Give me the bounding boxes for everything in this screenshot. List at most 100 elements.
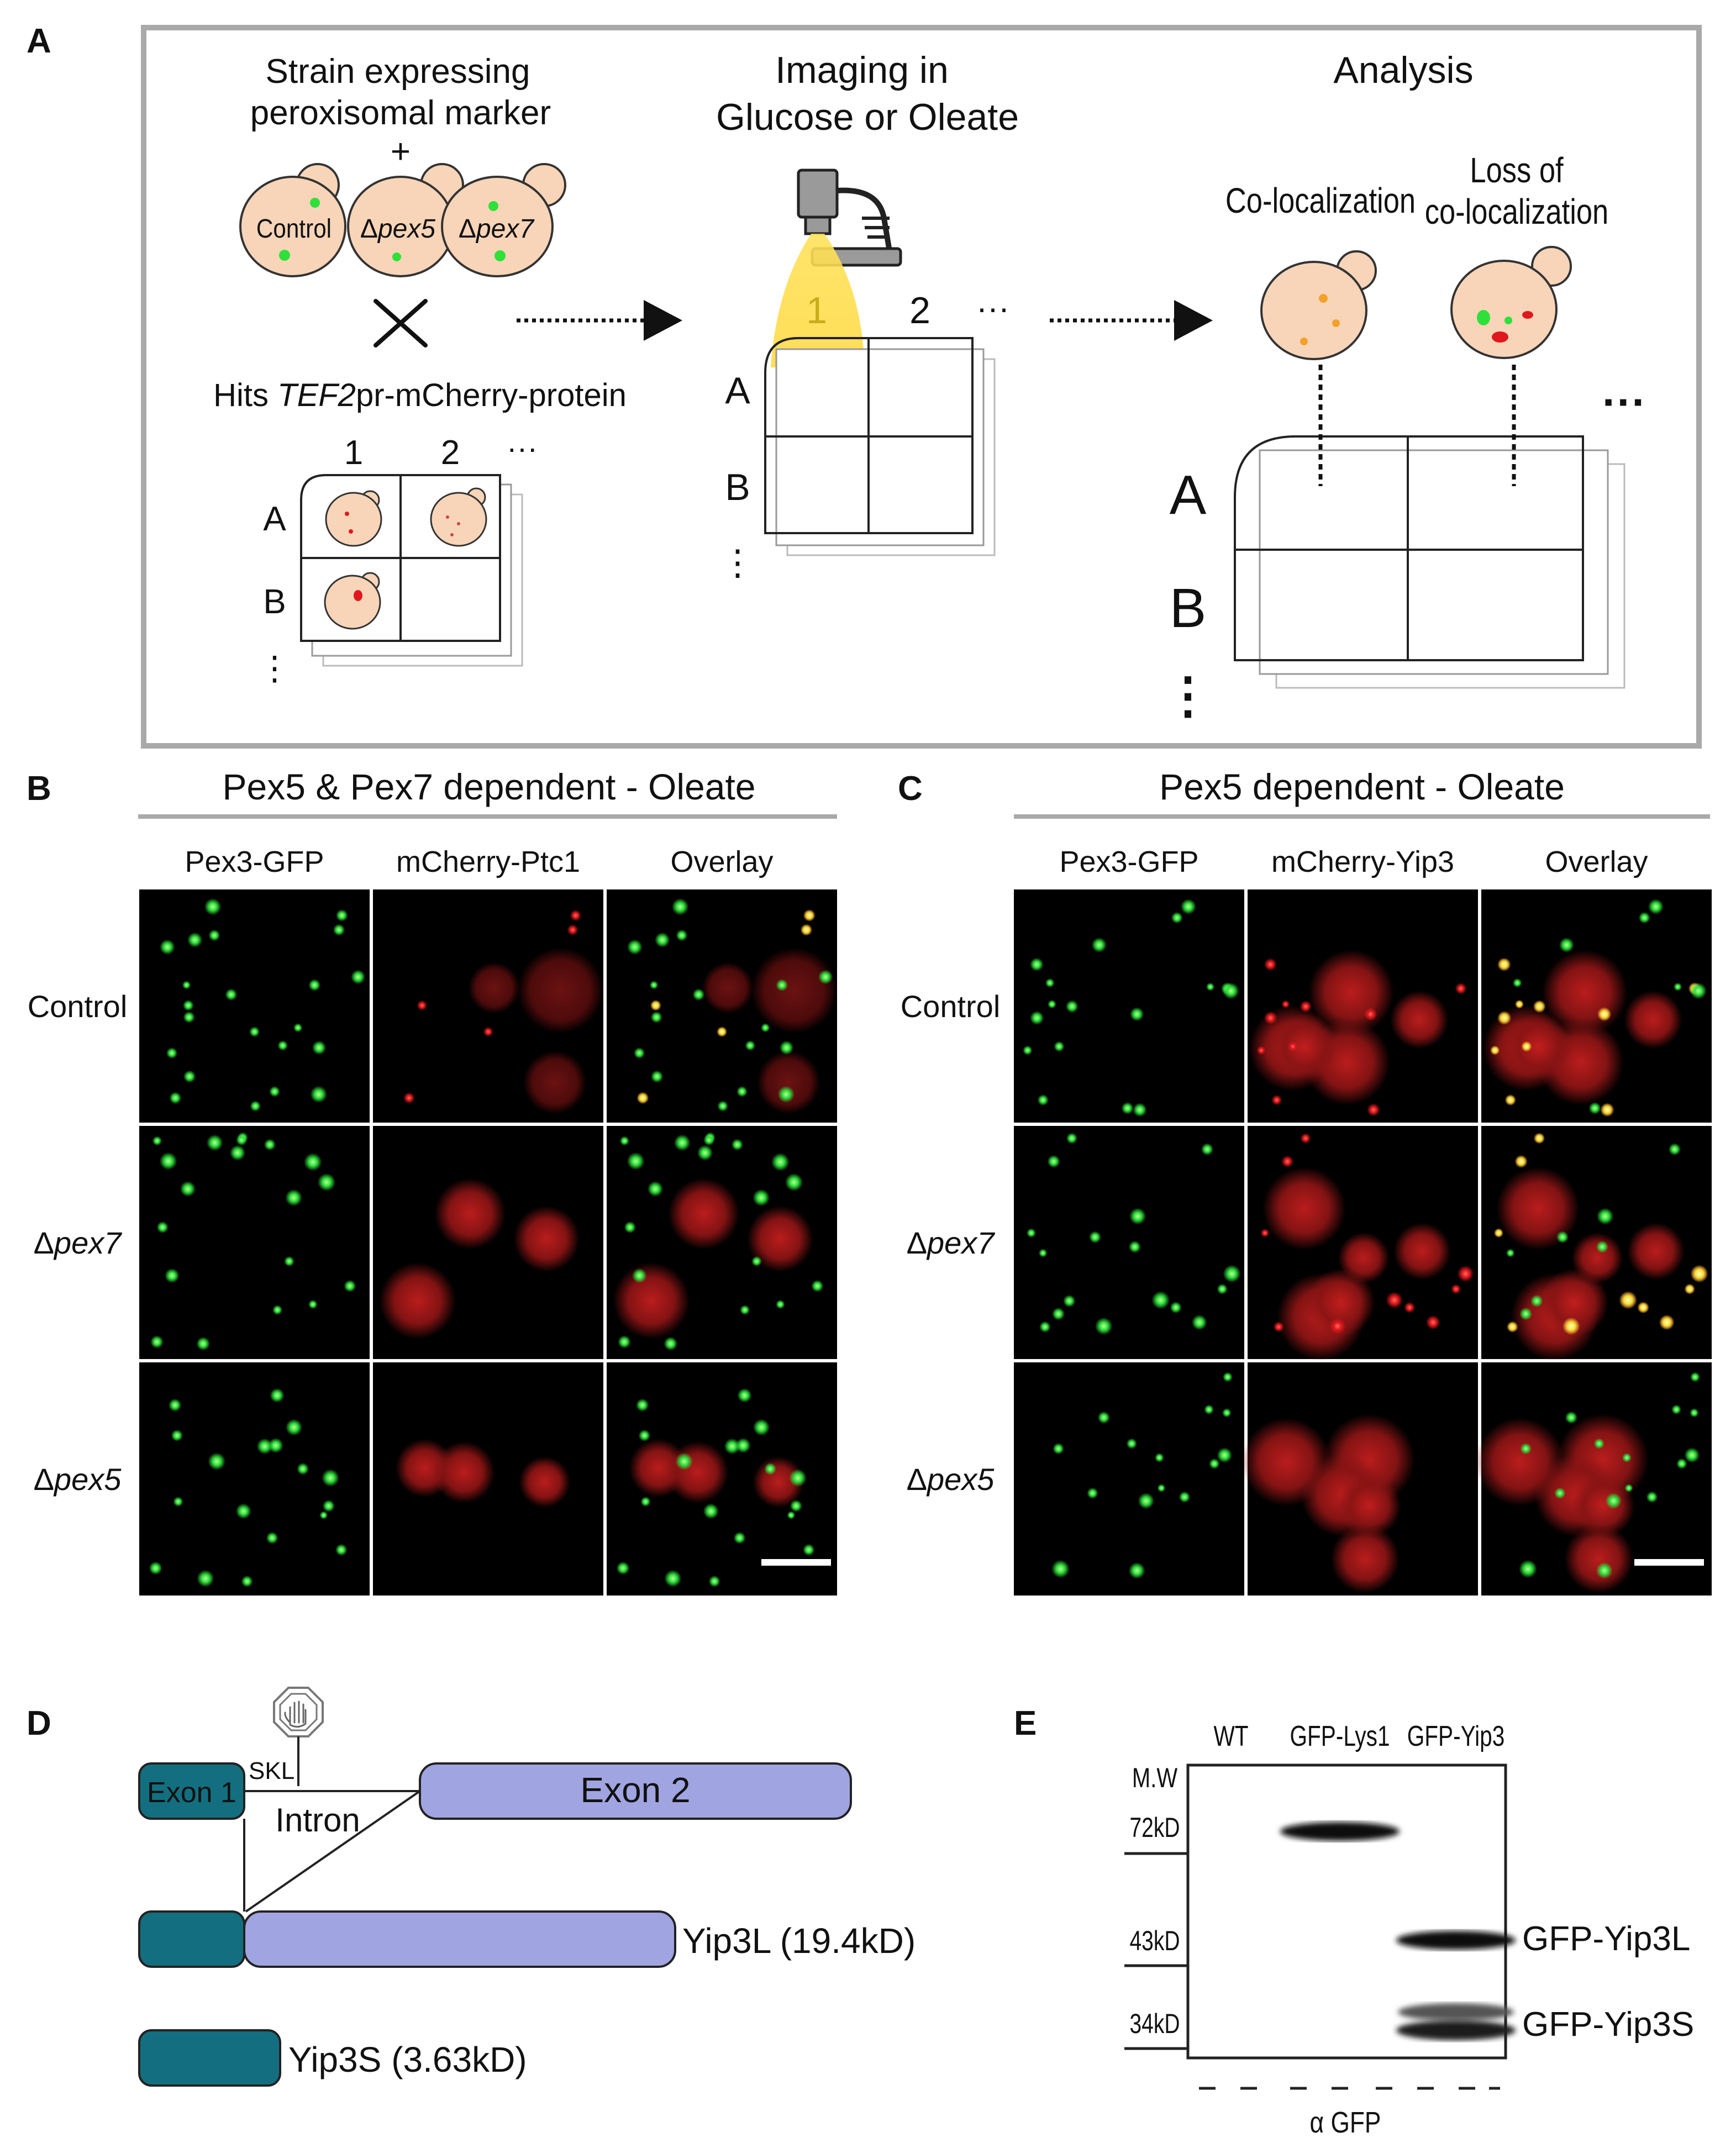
panel-b-column-header: Overlay — [670, 845, 773, 878]
yip3l-label: Yip3L (19.4kD) — [682, 1921, 916, 1961]
band-label-yip3l: GFP-Yip3L — [1522, 1920, 1690, 1958]
panel-b-title: Pex5 & Pex7 dependent - Oleate — [223, 766, 756, 807]
micrograph-panel-b-r2-gfp — [139, 1126, 370, 1359]
row-label-name: Control — [28, 989, 128, 1024]
panel-e-letter: E — [1014, 1704, 1037, 1742]
row-label-prefix: Δ — [907, 1462, 927, 1497]
hits-plate — [300, 474, 523, 667]
splice-line-right — [245, 1790, 421, 1913]
plate1-col1: 1 — [344, 434, 363, 472]
coloc-label: Co-localization — [1225, 181, 1416, 220]
plate2-row-b: B — [725, 466, 750, 508]
plate1-col2: 2 — [441, 434, 460, 472]
yip3s-box — [138, 2029, 281, 2087]
micrograph-panel-b-r2-overlay — [607, 1126, 837, 1359]
plate2-col2: 2 — [909, 289, 930, 331]
band-gfp-yip3l — [1396, 1931, 1516, 1950]
band-gfp-yip3s-upper — [1398, 2003, 1514, 2021]
marker-43kd: 43kD — [1129, 1925, 1180, 1956]
micrograph-panel-b-r1-overlay — [607, 889, 838, 1123]
skl-label: SKL — [249, 1757, 294, 1784]
row-label-prefix: Δ — [907, 1225, 927, 1260]
arrow-step2-to-step3 — [1050, 300, 1213, 341]
panel-b-row-label: Δpex5 — [34, 1462, 122, 1497]
panel-c-title: Pex5 dependent - Oleate — [1159, 766, 1565, 807]
plate3-row-b: B — [1170, 577, 1207, 639]
panel-a: A Strain expressing peroxisomal marker +… — [27, 22, 1702, 749]
mw-header: M.W — [1132, 1762, 1177, 1793]
yeast-cell-loss-colocalization — [1450, 246, 1572, 359]
band-gfp-yip3s-lower — [1396, 2020, 1516, 2040]
plate3-row-a: A — [1170, 464, 1207, 526]
plate2-col1: 1 — [806, 289, 827, 331]
micrograph-panel-c-r1-gfp — [1014, 889, 1244, 1123]
antibody-label: α GFP — [1310, 2106, 1381, 2139]
lane-label-wt: WT — [1213, 1720, 1248, 1752]
panel-c-scale-bar — [1634, 1559, 1704, 1566]
micrograph-panel-c-r2-gfp — [1014, 1126, 1244, 1359]
cell-pex7-label: Δpex7 — [459, 214, 535, 244]
plate3-col-ellipsis: ··· — [1602, 377, 1646, 427]
cross-mark — [373, 299, 428, 347]
row-label-name: pex5 — [926, 1462, 995, 1497]
cell-pex5-label: Δpex5 — [360, 214, 435, 244]
stop-hand-icon — [273, 1687, 324, 1737]
panel-b: B Pex5 & Pex7 dependent - Oleate Pex3-GF… — [27, 766, 838, 1596]
panel-b-scale-bar — [761, 1559, 831, 1566]
micrograph-panel-c-r1-mcherry — [1248, 889, 1478, 1123]
row-label-name: pex7 — [53, 1225, 122, 1260]
panel-b-row-label: Control — [28, 989, 128, 1024]
marker-34kd: 34kD — [1129, 2008, 1180, 2039]
yeast-cell-pex7: Δpex7 — [441, 163, 566, 277]
row-label-name: pex7 — [926, 1225, 995, 1260]
plate2-row-a: A — [725, 370, 750, 412]
panel-c-row-label: Control — [901, 989, 1001, 1024]
panel-c-letter: C — [898, 770, 923, 808]
plate1-col-ellipsis: ··· — [507, 430, 538, 465]
plate1-row-ellipsis: ⋮ — [258, 650, 291, 687]
plate1-row-a: A — [263, 500, 286, 538]
step2-title-line2: Glucose or Oleate — [716, 96, 1019, 138]
micrograph-panel-b-r3-overlay — [607, 1362, 837, 1596]
micrograph-panel-b-r1-gfp — [139, 889, 370, 1123]
micrograph-panel-c-r3-mcherry — [1241, 1362, 1478, 1596]
step1-title-line1: Strain expressing — [265, 52, 530, 91]
micrograph-panel-b-r3-mcherry — [373, 1362, 603, 1596]
panel-e: E WT GFP-Lys1 GFP-Yip3 M.W 72kD 43kD 34k… — [1014, 1704, 1694, 2139]
marker-72kd: 72kD — [1129, 1812, 1180, 1843]
intron-label: Intron — [275, 1802, 360, 1839]
exon2-label: Exon 2 — [580, 1770, 690, 1810]
exon1-label: Exon 1 — [147, 1777, 236, 1809]
plate3-row-ellipsis: ⋮ — [1163, 668, 1213, 724]
panel-c-row-label: Δpex5 — [907, 1462, 995, 1497]
plus-sign: + — [391, 133, 411, 171]
arrow-step1-to-step2 — [517, 300, 682, 341]
panel-d-letter: D — [27, 1704, 51, 1742]
panel-c-column-header: Pex3-GFP — [1059, 845, 1198, 878]
micrograph-panel-b-r2-mcherry — [373, 1126, 603, 1359]
lane-label-gfp-lys1: GFP-Lys1 — [1290, 1720, 1390, 1752]
plate2-row-ellipsis: ⋮ — [720, 543, 755, 582]
analysis-plate — [1234, 365, 1625, 689]
row-label-name: Control — [901, 989, 1001, 1024]
panel-b-row-label: Δpex7 — [34, 1225, 123, 1260]
panel-c-row-label: Δpex7 — [907, 1225, 996, 1260]
step1-title-line2: peroxisomal marker — [250, 94, 551, 132]
yip3l-exon1-box — [138, 1910, 245, 1968]
yeast-cell-colocalized — [1260, 250, 1377, 360]
plate1-row-b: B — [263, 583, 286, 621]
row-label-prefix: Δ — [34, 1225, 54, 1260]
micrograph-panel-b-r3-gfp — [139, 1362, 370, 1596]
loss-label-line1: Loss of — [1470, 151, 1564, 190]
light-beam — [771, 234, 865, 367]
micrograph-panel-c-r3-overlay — [1475, 1362, 1712, 1596]
micrograph-panel-b-r1-mcherry — [373, 889, 604, 1123]
micrograph-panel-c-r2-overlay — [1481, 1126, 1712, 1361]
yeast-cell-control: Control — [239, 163, 346, 277]
step3-title: Analysis — [1333, 49, 1473, 91]
panel-a-frame — [141, 25, 1702, 749]
panel-b-column-header: Pex3-GFP — [185, 845, 324, 878]
row-label-prefix: Δ — [34, 1462, 54, 1497]
hits-label: Hits TEF2pr-mCherry-protein — [213, 377, 627, 413]
